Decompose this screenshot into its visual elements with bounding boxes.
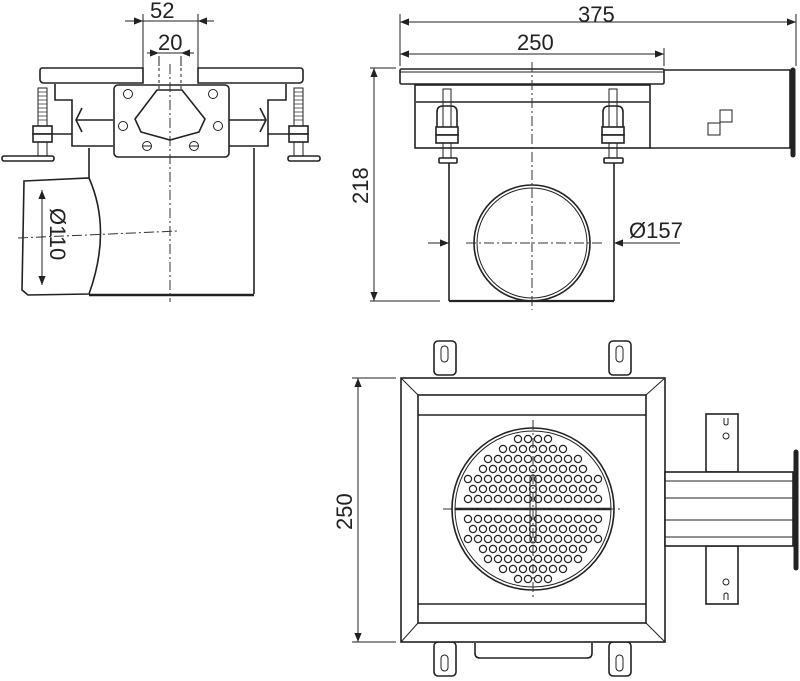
dim-label-375: 375 (578, 2, 615, 27)
dim-label-20: 20 (158, 30, 182, 55)
top-view (352, 340, 799, 677)
dim-label-outlet-110: Ø110 (45, 208, 70, 260)
dim-label-218: 218 (348, 167, 373, 204)
dim-label-250-top: 250 (332, 493, 357, 530)
dim-label-157: Ø157 (629, 218, 683, 243)
dim-label-52: 52 (150, 0, 174, 23)
grate-holes (463, 434, 603, 584)
front-view (370, 14, 797, 310)
side-view (1, 14, 321, 302)
dim-label-250-front: 250 (517, 30, 554, 55)
